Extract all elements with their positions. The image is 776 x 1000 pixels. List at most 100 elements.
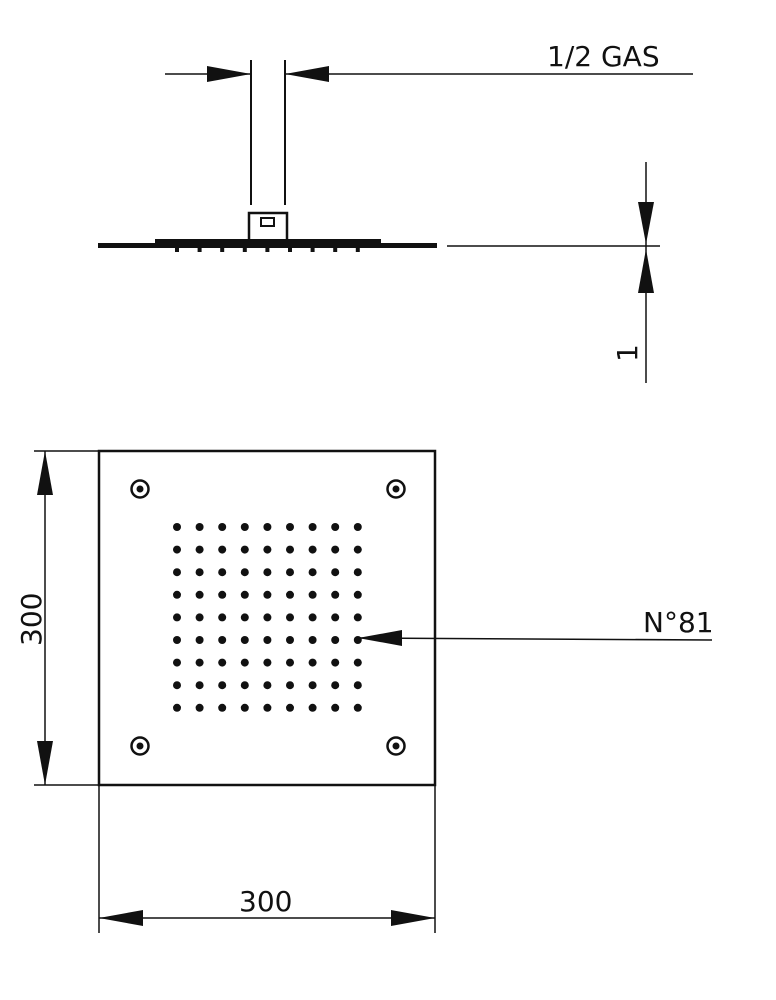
nozzle-dot [240,590,249,599]
nozzle-dot [331,613,340,622]
thickness-label: 1 [611,344,644,362]
thickness-arrow-top [638,202,654,244]
nozzle-dot [353,703,362,712]
nozzle-dot [173,636,181,644]
nozzle-dot [195,703,204,712]
nozzle-dot [331,681,340,690]
height-arrow-bottom [37,741,53,785]
side-nozzles [175,248,360,252]
nozzle-dot [263,523,272,531]
nozzle-dot [173,590,181,599]
nozzle-dot [173,681,181,690]
side-nozzle-stud [310,248,315,252]
nozzle-dot [240,703,249,712]
side-nozzle-stud [288,248,292,252]
nozzle-dot [286,658,294,667]
nozzle-dot [173,523,181,531]
nozzle-dot [286,568,294,577]
nozzle-dot [263,658,272,667]
nozzle-dot [263,590,272,599]
nozzle-dot [331,703,340,712]
nozzle-dot [240,613,249,622]
nozzle-dot [353,568,362,577]
pipe-thread-label: 1/2 GAS [547,40,660,73]
plate-profile-raised [155,239,381,245]
height-label: 300 [15,593,48,646]
nozzle-count-label: N°81 [643,606,714,639]
nozzle-dot [308,658,317,667]
nozzle-dot [308,545,317,554]
nozzle-dot [195,658,204,667]
nozzle-dot [353,658,362,667]
nozzle-dot [240,545,249,554]
pipe-dim-arrow-left [207,66,251,82]
nozzle-dot [263,703,272,712]
nozzle-dot [353,523,362,531]
nozzle-dot [308,568,317,577]
nozzle-dot [218,681,227,690]
nozzle-dot [263,681,272,690]
side-nozzle-stud [265,248,270,252]
nozzle-dot [240,681,249,690]
top-view: N°81 300 300 [15,449,714,933]
nozzle-dot [173,658,181,667]
pipe-dim-arrow-right [285,66,329,82]
nozzle-dot [308,590,317,599]
nozzle-dot [240,658,249,667]
nozzle-grid [173,523,362,712]
nozzle-dot [353,636,362,644]
screw-bottom-right [386,736,406,756]
width-arrow-left [99,910,143,926]
nozzle-dot [331,568,340,577]
side-view: 1/2 GAS 1 [98,40,693,383]
nozzle-dot [218,703,227,712]
nozzle-dot [218,658,227,667]
nozzle-dot [195,523,204,531]
nozzle-dot [286,523,294,531]
nozzle-dot [195,613,204,622]
nozzle-dot [308,523,317,531]
nozzle-dot [218,636,227,644]
nozzle-dot [308,703,317,712]
nozzle-dot [218,568,227,577]
nozzle-dot [353,545,362,554]
screw-top-left [130,479,150,499]
nozzle-dot [286,545,294,554]
nozzle-dot [218,545,227,554]
width-label: 300 [239,885,292,918]
connector-notch [260,217,275,227]
nozzle-dot [240,636,249,644]
nozzle-dot [331,658,340,667]
nozzle-dot [286,590,294,599]
nozzle-dot [173,545,181,554]
side-nozzle-stud [242,248,247,252]
nozzle-dot [308,636,317,644]
screw-top-right [386,479,406,499]
nozzle-dot [195,590,204,599]
nozzle-dot [173,703,181,712]
nozzle-dot [195,568,204,577]
nozzle-dot [263,568,272,577]
side-nozzle-stud [220,248,225,252]
nozzle-dot [173,568,181,577]
nozzle-dot [173,613,181,622]
nozzle-dot [286,703,294,712]
nozzle-dot [353,590,362,599]
side-nozzle-stud [197,248,202,252]
nozzle-dot [263,613,272,622]
nozzle-dot [195,636,204,644]
nozzle-dot [286,681,294,690]
nozzle-dot [353,681,362,690]
screw-bottom-left [130,736,150,756]
nozzle-dot [331,636,340,644]
nozzle-dot [286,613,294,622]
nozzle-leader-arrow [358,630,402,646]
nozzle-dot [308,681,317,690]
nozzle-dot [353,613,362,622]
nozzle-dot [218,523,227,531]
side-nozzle-stud [333,248,338,252]
nozzle-dot [195,545,204,554]
side-nozzle-stud [355,248,360,252]
nozzle-leader-line [359,637,713,641]
side-nozzle-stud [175,248,179,252]
